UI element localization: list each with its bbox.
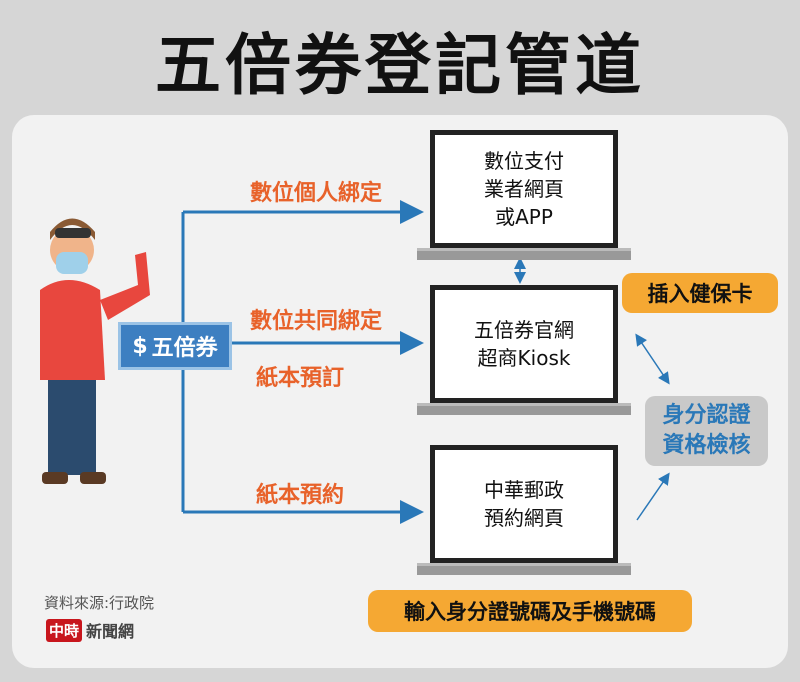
- verify-line: 資格檢核: [662, 433, 751, 458]
- voucher-badge: $ 五倍券: [118, 322, 232, 370]
- news-logo: 中時 新聞網: [46, 618, 134, 642]
- laptop-post-office: 中華郵政預約網頁: [417, 445, 631, 575]
- person-illustration: [40, 218, 150, 484]
- laptop-screen: 中華郵政預約網頁: [430, 445, 618, 563]
- glasses: [55, 228, 91, 238]
- health-card-box: 插入健保卡: [622, 273, 778, 313]
- screen-text: 超商Kiosk: [477, 346, 571, 370]
- laptop-digital-payment: 數位支付業者網頁或APP: [417, 130, 631, 260]
- laptop-screen: 五倍券官網超商Kiosk: [430, 285, 618, 403]
- page-title: 五倍券登記管道: [155, 27, 645, 104]
- double-arrow-verify: [635, 333, 670, 385]
- voucher-label: 五倍券: [151, 336, 218, 361]
- source-note: 資料來源:行政院: [44, 594, 155, 612]
- verify-line: 身分認證: [662, 403, 751, 428]
- laptop-base: [417, 248, 631, 260]
- screen-text: 數位支付: [484, 149, 564, 173]
- channel-label: 紙本預訂: [256, 366, 345, 391]
- channel-label: 紙本預約: [256, 483, 345, 508]
- laptop-base: [417, 563, 631, 575]
- channel-label: 數位個人綁定: [250, 181, 383, 206]
- verification-box: 身分認證 資格檢核: [645, 396, 768, 466]
- face-mask: [56, 252, 88, 274]
- screen-text: 預約網頁: [484, 506, 564, 530]
- arrow-verify: [636, 472, 670, 521]
- screen-text: 五倍券官網: [474, 318, 574, 342]
- laptop-official-site: 五倍券官網超商Kiosk: [417, 285, 631, 415]
- logo-mark: 中時: [46, 618, 83, 642]
- dollar-icon: $: [132, 333, 148, 359]
- laptop-screen: 數位支付業者網頁或APP: [430, 130, 618, 248]
- logo-text: 新聞網: [86, 622, 135, 641]
- laptop-base: [417, 403, 631, 415]
- screen-text: 中華郵政: [484, 478, 564, 502]
- id-input-box: 輸入身分證號碼及手機號碼: [368, 590, 692, 632]
- channel-label: 數位共同綁定: [250, 309, 383, 334]
- screen-text: 或APP: [495, 205, 553, 229]
- screen-text: 業者網頁: [484, 177, 564, 201]
